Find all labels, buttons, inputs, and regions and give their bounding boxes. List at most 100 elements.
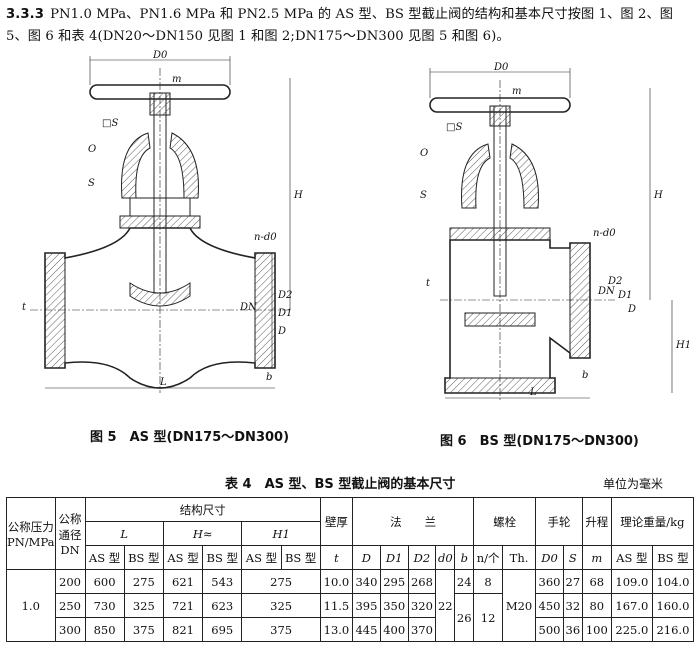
fig6-label-d2: D2 — [607, 276, 622, 287]
header-d0: d0 — [435, 545, 456, 570]
header-h1-bs: BS 型 — [280, 545, 321, 570]
header-bolt: 螺栓 — [473, 497, 537, 546]
header-lift-m: m — [581, 545, 612, 570]
cell-wheel-d0: 450 — [535, 593, 564, 618]
table-header-row-3: AS 型 BS 型 AS 型 BS 型 AS 型 BS 型 t D D1 D2 … — [7, 545, 695, 570]
header-wall: 壁厚 — [319, 497, 354, 546]
header-n: n/个 — [473, 545, 503, 570]
cell-d1: 400 — [379, 617, 409, 642]
table-title: 表 4 AS 型、BS 型截止阀的基本尺寸 — [225, 477, 456, 492]
header-d1: D1 — [379, 545, 409, 570]
cell-h1: 275 — [241, 569, 321, 594]
cell-d2: 268 — [407, 569, 437, 594]
header-l-as: AS 型 — [84, 545, 125, 570]
fig6-label-o: O — [420, 148, 428, 159]
header-pressure: 公称压力PN/MPa — [6, 497, 56, 570]
cell-dn: 200 — [54, 569, 86, 594]
cell-h1: 325 — [241, 593, 321, 618]
header-h: H≈ — [162, 521, 243, 546]
fig6-label-h1: H1 — [675, 340, 690, 351]
section-number: 3.3.3 — [6, 7, 45, 22]
fig5-label-m: m — [172, 74, 181, 85]
cell-weight-bs: 104.0 — [651, 569, 695, 594]
cell-h-bs: 695 — [202, 617, 243, 642]
fig5-label-d: D — [277, 326, 286, 337]
cell-l-as: 600 — [84, 569, 125, 594]
header-weight-bs: BS 型 — [651, 545, 695, 570]
header-h1-as: AS 型 — [241, 545, 282, 570]
header-wheel-d0: D0 — [535, 545, 564, 570]
cell-h1: 375 — [241, 617, 321, 642]
cell-dn: 250 — [54, 593, 86, 618]
figure-5-as-valve-drawing: D0 m □S O S H n-d0 DN D2 D1 D t b L — [22, 50, 303, 393]
cell-d1: 350 — [379, 593, 409, 618]
cell-n: 12 — [473, 593, 503, 642]
header-h1: H1 — [241, 521, 321, 546]
cell-h-bs: 623 — [202, 593, 243, 618]
cell-n: 8 — [473, 569, 503, 594]
fig6-label-square-s: □S — [446, 122, 462, 133]
fig6-label-m: m — [512, 86, 521, 97]
fig5-label-h: H — [293, 190, 303, 201]
cell-wheel-s: 27 — [562, 569, 583, 594]
header-th: Th. — [501, 545, 537, 570]
cell-t: 10.0 — [319, 569, 354, 594]
fig6-label-l: L — [529, 387, 537, 398]
header-l: L — [84, 521, 164, 546]
fig5-label-n-d0: n-d0 — [254, 232, 277, 243]
intro-text: PN1.0 MPa、PN1.6 MPa 和 PN2.5 MPa 的 AS 型、B… — [6, 7, 674, 44]
fig6-label-d0: D0 — [493, 62, 509, 73]
header-b: b — [454, 545, 475, 570]
fig5-label-s: S — [88, 178, 95, 189]
header-dn: 公称通径DN — [54, 497, 86, 570]
cell-d0: 22 — [435, 569, 456, 642]
fig6-label-t: t — [426, 278, 431, 289]
cell-h-as: 821 — [162, 617, 204, 642]
cell-wheel-s: 32 — [562, 593, 583, 618]
table-unit: 单位为毫米 — [603, 477, 664, 491]
cell-l-bs: 275 — [123, 569, 164, 594]
cell-m: 68 — [581, 569, 612, 594]
cell-weight-as: 225.0 — [610, 617, 653, 642]
fig6-label-d1: D1 — [617, 290, 632, 301]
cell-d2: 320 — [407, 593, 437, 618]
header-structure: 结构尺寸 — [84, 497, 321, 522]
fig6-label-b: b — [582, 370, 588, 381]
table-header-row-1: 公称压力PN/MPa 公称通径DN 结构尺寸 壁厚 法 兰 螺栓 手轮 升程 理… — [6, 497, 695, 570]
cell-wheel-d0: 500 — [535, 617, 564, 642]
fig5-label-d1: D1 — [277, 308, 292, 319]
header-d2: D2 — [407, 545, 437, 570]
cell-wheel-s: 36 — [562, 617, 583, 642]
table-row: 300 850 375 821 695 375 13.0 445 400 370… — [7, 617, 695, 642]
header-h-as: AS 型 — [162, 545, 204, 570]
header-h-bs: BS 型 — [202, 545, 243, 570]
fig5-label-o: O — [88, 144, 96, 155]
table-row: 250 730 325 721 623 325 11.5 395 350 320… — [7, 593, 695, 642]
cell-weight-as: 167.0 — [610, 593, 653, 618]
cell-h-bs: 543 — [202, 569, 243, 594]
cell-b: 26 — [454, 593, 475, 642]
header-weight-as: AS 型 — [610, 545, 653, 570]
fig5-label-b: b — [266, 372, 272, 383]
header-l-bs: BS 型 — [123, 545, 164, 570]
cell-t: 11.5 — [319, 593, 354, 618]
cell-weight-bs: 216.0 — [651, 617, 695, 642]
cell-d1: 295 — [379, 569, 409, 594]
fig6-label-dn: DN — [597, 286, 616, 297]
fig5-label-d0: D0 — [152, 50, 168, 61]
table-header-row-2: L H≈ H1 — [7, 521, 694, 546]
header-weight: 理论重量/kg — [610, 497, 695, 546]
cell-wheel-d0: 360 — [535, 569, 564, 594]
cell-weight-bs: 160.0 — [651, 593, 695, 618]
cell-d: 340 — [352, 569, 381, 594]
figure-6-bs-valve-drawing: D0 m □S O S H n-d0 DN D2 D1 D H1 t b L — [420, 62, 690, 400]
cell-th: M20 — [501, 569, 537, 642]
cell-d: 445 — [352, 617, 381, 642]
cell-l-as: 730 — [84, 593, 125, 618]
fig5-label-dn: DN — [239, 302, 258, 313]
cell-d: 395 — [352, 593, 381, 618]
cell-l-as: 850 — [84, 617, 125, 642]
cell-pn: 1.0 — [6, 569, 56, 642]
dimension-table: 公称压力PN/MPa 公称通径DN 结构尺寸 壁厚 法 兰 螺栓 手轮 升程 理… — [6, 497, 695, 642]
cell-h-as: 621 — [162, 569, 204, 594]
